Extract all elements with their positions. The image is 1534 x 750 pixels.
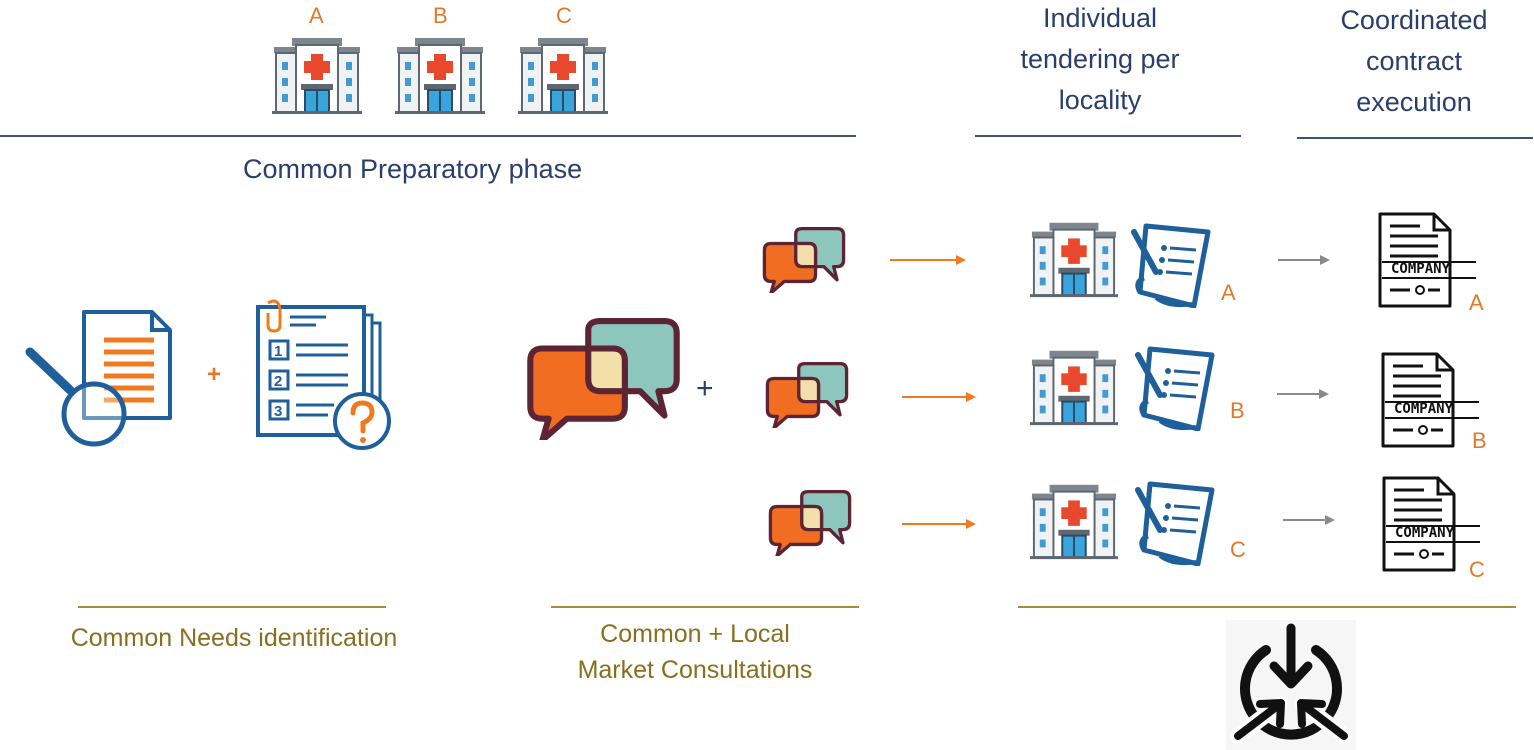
plus-sign: +: [207, 361, 222, 388]
gray-arrow: [1277, 389, 1329, 399]
document-search-icon: [25, 310, 172, 447]
tender-document-icon: [1134, 480, 1216, 566]
company-label: COMPANY: [1395, 525, 1455, 541]
tender-document-icon: [1134, 345, 1216, 431]
hospital-icon: [1030, 218, 1118, 298]
chat-bubbles-icon: [521, 318, 686, 440]
hospital-icon: [1030, 346, 1118, 426]
hospital-letter-c: C: [556, 3, 572, 28]
chat-bubbles-icon: [766, 490, 854, 556]
tender-letter: A: [1221, 280, 1236, 305]
chat-bubbles-icon: [760, 227, 848, 293]
coordination-icon: [1226, 620, 1356, 750]
hospital-letter-a: A: [309, 3, 324, 28]
preparatory-divider: [0, 135, 856, 137]
svg-text:2: 2: [274, 373, 282, 390]
svg-text:3: 3: [274, 403, 282, 420]
execution-divider: [1297, 137, 1533, 139]
company-contract-icon: [1372, 210, 1482, 310]
tender-document-icon: [1130, 222, 1212, 308]
gray-arrow: [1278, 255, 1330, 265]
tendering-footer-divider: [1018, 606, 1516, 608]
hospital-icon: [395, 34, 485, 114]
hospital-icon: [1030, 480, 1118, 560]
consultations-divider: [551, 606, 859, 608]
needs-label: Common Needs identification: [70, 624, 398, 652]
contract-letter: A: [1469, 290, 1484, 315]
header-tendering-line: locality: [1058, 85, 1142, 115]
svg-text:1: 1: [274, 343, 282, 360]
header-tendering-line: Individual: [1042, 3, 1158, 33]
orange-arrow: [890, 255, 966, 265]
hospital-icon: [518, 34, 608, 114]
orange-arrow: [902, 519, 976, 529]
consultations-line: Common + Local: [600, 620, 790, 648]
plus-sign: +: [696, 372, 714, 405]
company-label: COMPANY: [1391, 261, 1451, 277]
contract-letter: B: [1472, 428, 1487, 453]
header-execution-line: contract: [1365, 46, 1463, 76]
gray-arrow: [1283, 515, 1335, 525]
header-execution-line: Coordinated: [1340, 5, 1488, 35]
header-execution: Coordinated contract execution: [1298, 0, 1530, 123]
company-contract-icon: [1375, 350, 1485, 450]
consultations-line: Market Consultations: [577, 656, 813, 684]
questionnaire-icon: 1 2 3: [256, 299, 391, 450]
hospital-icon: [272, 34, 362, 114]
consultations-label: Common + Local Market Consultations: [540, 616, 850, 688]
tendering-divider: [975, 135, 1241, 137]
contract-letter: C: [1469, 557, 1485, 582]
hospital-letter-b: B: [433, 3, 448, 28]
company-label: COMPANY: [1394, 401, 1454, 417]
tender-letter: B: [1230, 398, 1245, 423]
header-tendering-line: tendering per: [1020, 44, 1180, 74]
phase-label: Common Preparatory phase: [243, 154, 583, 184]
header-tendering: Individual tendering per locality: [975, 0, 1225, 121]
needs-divider: [78, 606, 386, 608]
chat-bubbles-icon: [763, 362, 851, 428]
tender-letter: C: [1230, 537, 1246, 562]
header-execution-line: execution: [1356, 87, 1472, 117]
orange-arrow: [902, 392, 976, 402]
